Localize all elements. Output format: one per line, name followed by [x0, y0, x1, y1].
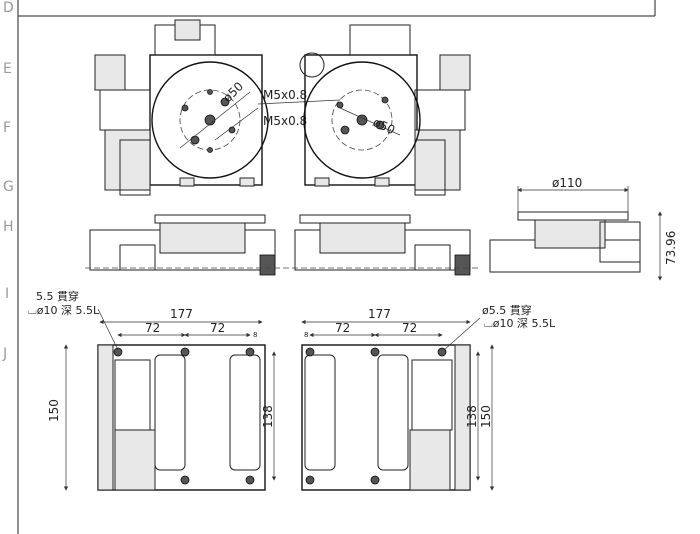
offset-dim-right: 8 [304, 331, 308, 339]
pcd-label-right: ø50 [371, 115, 397, 137]
zone-label-f: F [3, 120, 11, 136]
zone-label-j: J [2, 346, 7, 362]
depth-dim-left: 150 [47, 399, 61, 422]
zone-label-e: E [3, 61, 12, 77]
hole-span-dim-left: 138 [261, 405, 275, 428]
thread-label-2: M5x0.8 [263, 114, 307, 128]
hole-note-thru-left: 5.5 貫穿 [36, 289, 79, 303]
side-view: ø110 73.96 [489, 176, 678, 281]
thread-label-1: M5x0.8 [263, 88, 307, 102]
zone-labels: D E F G H I J [2, 0, 14, 362]
drawing-frame [17, 0, 656, 534]
height-label: 73.96 [664, 231, 678, 265]
table-diameter-label: ø110 [552, 176, 582, 190]
hole-span-dim-right: 138 [465, 405, 479, 428]
zone-label-g: G [3, 179, 14, 195]
bottom-view-left: 5.5 貫穿 ⌴ø10 深 5.5L 177 72 72 8 150 138 [28, 289, 277, 491]
top-view-left: ø50 [94, 19, 269, 196]
zone-label-h: H [3, 219, 14, 235]
pitch-dim-2-left: 72 [210, 321, 225, 335]
front-view-left [89, 214, 276, 276]
hole-note-counterbore-right: ⌴ø10 深 5.5L [484, 317, 556, 330]
pitch-dim-1-right: 72 [335, 321, 350, 335]
thread-callouts: M5x0.8 M5x0.8 [214, 88, 341, 141]
pitch-dim-2-right: 72 [402, 321, 417, 335]
offset-dim-left: 8 [253, 331, 257, 339]
hole-note-counterbore-left: ⌴ø10 深 5.5L [28, 304, 100, 317]
width-dim-left: 177 [170, 307, 193, 321]
zone-label-d: D [3, 0, 14, 16]
top-view-right: ø50 [299, 24, 471, 196]
width-dim-right: 177 [368, 307, 391, 321]
hole-note-thru-right: ø5.5 貫穿 [482, 303, 532, 317]
zone-label-i: I [5, 286, 9, 302]
front-view-right [294, 214, 471, 276]
bottom-view-right: ø5.5 貫穿 ⌴ø10 深 5.5L 177 72 72 8 138 150 [301, 303, 556, 491]
pitch-dim-1-left: 72 [145, 321, 160, 335]
depth-dim-right: 150 [479, 405, 493, 428]
